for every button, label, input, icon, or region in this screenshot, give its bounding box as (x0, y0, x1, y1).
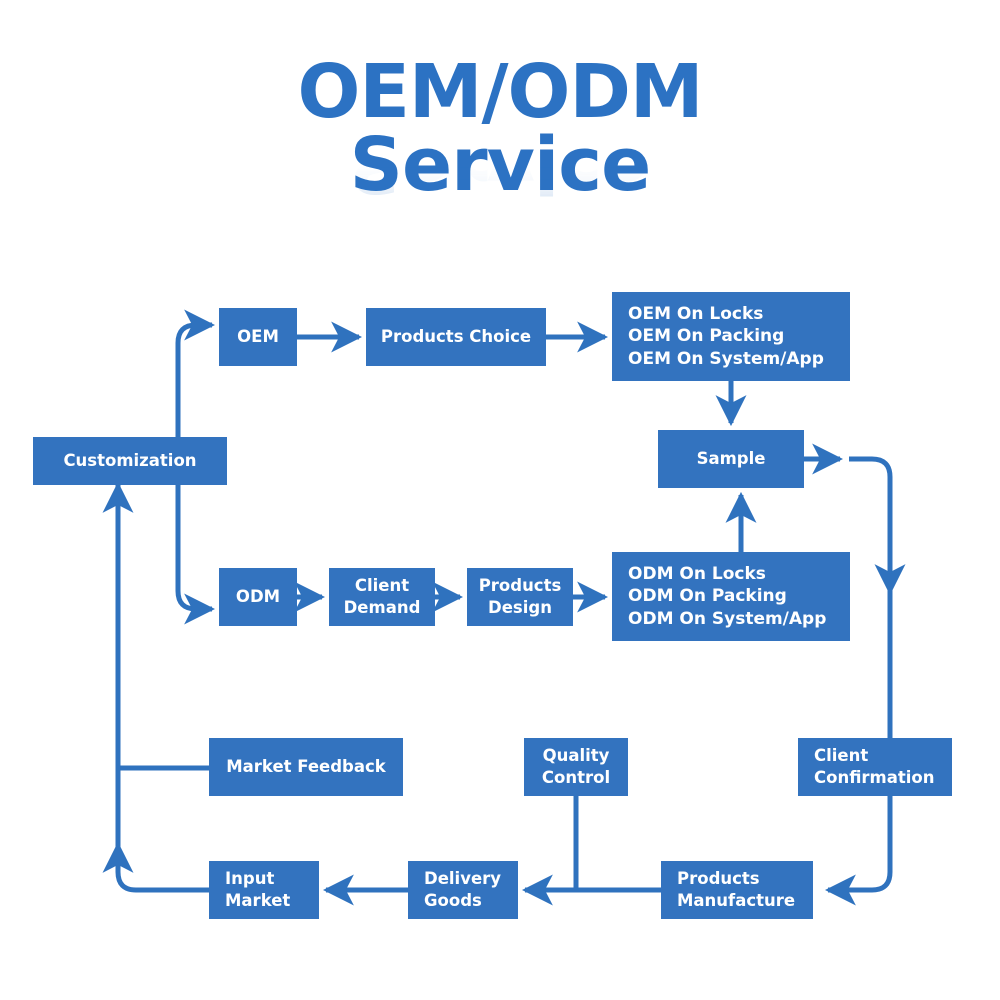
node-quality-control[interactable]: Quality Control (524, 738, 628, 796)
node-odm-label: ODM (235, 587, 281, 607)
node-market-feedback[interactable]: Market Feedback (209, 738, 403, 796)
node-market-feedback-label: Market Feedback (226, 757, 386, 777)
node-client-confirmation-label: Client Confirmation (814, 746, 935, 787)
node-products-manufacture[interactable]: Products Manufacture (661, 861, 813, 919)
node-client-demand-label: Client Demand (343, 576, 421, 617)
node-client-confirmation[interactable]: Client Confirmation (798, 738, 952, 796)
node-oem-options[interactable]: OEM On Locks OEM On Packing OEM On Syste… (612, 292, 850, 381)
node-products-choice[interactable]: Products Choice (366, 308, 546, 366)
node-odm-options[interactable]: ODM On Locks ODM On Packing ODM On Syste… (612, 552, 850, 641)
node-products-design[interactable]: Products Design (467, 568, 573, 626)
node-input-market-label: Input Market (225, 869, 291, 910)
node-oem-label: OEM (237, 327, 279, 347)
node-oem-options-label: OEM On Locks OEM On Packing OEM On Syste… (628, 303, 824, 369)
wire-customization-to-odm (175, 590, 216, 625)
node-sample-label: Sample (696, 449, 766, 469)
node-input-market[interactable]: Input Market (209, 861, 319, 919)
node-quality-control-label: Quality Control (541, 746, 611, 787)
node-client-demand[interactable]: Client Demand (329, 568, 435, 626)
node-sample[interactable]: Sample (658, 430, 804, 488)
node-products-design-label: Products Design (478, 576, 562, 617)
node-customization[interactable]: Customization (33, 437, 227, 485)
wire-input-market-left (115, 860, 209, 893)
node-odm-options-label: ODM On Locks ODM On Packing ODM On Syste… (628, 563, 827, 629)
node-products-manufacture-label: Products Manufacture (677, 869, 796, 910)
node-delivery-goods-label: Delivery Goods (424, 869, 502, 910)
wire-client-confirmation-down (824, 796, 893, 906)
node-products-choice-label: Products Choice (380, 327, 532, 347)
wire-customization-to-oem (175, 309, 216, 344)
wire-sample-right-curve (849, 456, 893, 580)
node-oem[interactable]: OEM (219, 308, 297, 366)
node-customization-label: Customization (63, 451, 197, 471)
node-delivery-goods[interactable]: Delivery Goods (408, 861, 518, 919)
node-odm[interactable]: ODM (219, 568, 297, 626)
